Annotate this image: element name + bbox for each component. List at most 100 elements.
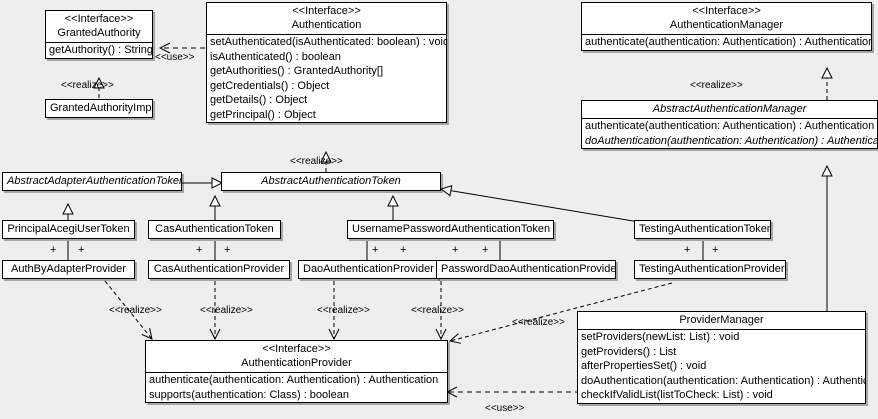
class-username-password-authentication-token[interactable]: UsernamePasswordAuthenticationToken <box>347 220 554 239</box>
operation: authenticate(authentication: Authenticat… <box>585 120 875 132</box>
operation: isAuthenticated() : boolean <box>210 50 341 63</box>
operation: getDetails() : Object <box>210 94 308 106</box>
class-name: CasAuthenticationToken <box>155 223 274 235</box>
class-name: DaoAuthenticationProvider <box>303 263 434 275</box>
class-name: AbstractAuthenticationToken <box>261 175 401 187</box>
class-abstract-authentication-token[interactable]: AbstractAuthenticationToken <box>221 172 441 191</box>
class-cas-authentication-token[interactable]: CasAuthenticationToken <box>148 220 281 239</box>
class-abstract-authentication-manager[interactable]: AbstractAuthenticationManager authentica… <box>581 100 878 149</box>
class-auth-by-adapter-provider[interactable]: AuthByAdapterProvider <box>2 260 135 279</box>
class-name: TestingAuthenticationProvider <box>639 263 785 275</box>
operation: authenticate(authentication: Authenticat… <box>149 374 439 386</box>
class-name: PrincipalAcegiUserToken <box>7 223 130 235</box>
class-header: DaoAuthenticationProvider <box>299 261 437 278</box>
assoc-marker-plus: + <box>684 244 691 256</box>
class-header: AuthByAdapterProvider <box>3 261 134 278</box>
class-operations: setProviders(newList: List) : void getPr… <box>578 330 865 403</box>
class-stereotype: <<Interface>> <box>262 343 331 355</box>
edge-label-realize-auth-manager: <<realize>> <box>690 80 743 91</box>
class-name: Authentication <box>291 19 362 31</box>
class-name: CasAuthenticationProvider <box>153 263 285 275</box>
operation: getProviders() : List <box>581 345 677 358</box>
assoc-marker-plus: + <box>400 244 407 256</box>
class-authentication[interactable]: <<Interface>> Authentication setAuthenti… <box>206 2 447 123</box>
edge-label-realize-authbyadapter: <<realize>> <box>109 305 162 316</box>
class-header: AbstractAuthenticationManager <box>582 101 877 118</box>
edge-label-realize-dao: <<realize>> <box>317 305 370 316</box>
operation: checkIfValidList(listToCheck: List) : vo… <box>581 389 773 401</box>
assoc-marker-plus: + <box>482 244 489 256</box>
class-stereotype: <<Interface>> <box>692 5 761 17</box>
class-header: ProviderManager <box>578 312 865 329</box>
class-header: AbstractAuthenticationToken <box>222 173 440 190</box>
class-testing-authentication-provider[interactable]: TestingAuthenticationProvider <box>634 260 786 279</box>
class-principal-acegi-user-token[interactable]: PrincipalAcegiUserToken <box>2 220 135 239</box>
class-operations: getAuthority() : String <box>46 43 152 58</box>
class-testing-authentication-token[interactable]: TestingAuthenticationToken <box>634 220 771 239</box>
class-header: TestingAuthenticationToken <box>635 221 770 238</box>
class-header: GrantedAuthorityImpl <box>46 100 152 117</box>
class-granted-authority[interactable]: <<Interface>> GrantedAuthority getAuthor… <box>45 10 153 59</box>
class-header: CasAuthenticationToken <box>149 221 280 238</box>
class-operations: authenticate(authentication: Authenticat… <box>582 35 871 50</box>
assoc-marker-plus: + <box>196 244 203 256</box>
assoc-marker-plus: + <box>50 244 57 256</box>
class-name: UsernamePasswordAuthenticationToken <box>352 223 551 235</box>
edge-label-realize-testing: <<realize>> <box>512 317 565 328</box>
class-divider <box>582 34 871 35</box>
class-name: TestingAuthenticationToken <box>639 223 771 235</box>
assoc-marker-plus: + <box>224 244 231 256</box>
operation: authenticate(authentication: Authenticat… <box>585 36 872 48</box>
edge-label-realize-granted-impl: <<realize>> <box>61 80 114 91</box>
class-authentication-manager[interactable]: <<Interface>> AuthenticationManager auth… <box>581 2 872 51</box>
class-name: GrantedAuthority <box>57 27 141 39</box>
operation: afterPropertiesSet() : void <box>581 360 707 372</box>
class-password-dao-authentication-provider[interactable]: PasswordDaoAuthenticationProvider <box>436 260 616 279</box>
operation: getPrincipal() : Object <box>210 108 316 121</box>
class-name: PasswordDaoAuthenticationProvider <box>441 263 616 275</box>
class-name: AuthenticationManager <box>669 19 784 31</box>
class-stereotype: <<Interface>> <box>292 5 361 17</box>
class-divider <box>146 372 447 373</box>
edge-label-realize-auth-token: <<realize>> <box>290 156 343 167</box>
operation: getAuthorities() : GrantedAuthority[] <box>210 65 384 77</box>
assoc-marker-plus: + <box>712 244 719 256</box>
edge-label-use-granted: <<use>> <box>155 52 195 63</box>
class-name: ProviderManager <box>679 314 764 326</box>
class-header: PasswordDaoAuthenticationProvider <box>437 261 615 278</box>
edge-label-realize-cas: <<realize>> <box>200 305 253 316</box>
edge-label-realize-passworddao: <<realize>> <box>411 305 464 316</box>
operation: supports(authentication: Class) : boolea… <box>149 388 349 401</box>
operation: doAuthentication(authentication: Authent… <box>581 374 866 387</box>
assoc-marker-plus: + <box>452 244 459 256</box>
class-header: AbstractAdapterAuthenticationToken <box>3 173 181 190</box>
class-authentication-provider[interactable]: <<Interface>> AuthenticationProvider aut… <box>145 340 448 403</box>
class-name: AbstractAdapterAuthenticationToken <box>7 175 182 187</box>
class-abstract-adapter-authentication-token[interactable]: AbstractAdapterAuthenticationToken <box>2 172 182 191</box>
class-stereotype: <<Interface>> <box>64 13 134 25</box>
class-name: AuthenticationProvider <box>241 357 352 369</box>
operation: setAuthenticated(isAuthenticated: boolea… <box>210 36 447 48</box>
class-divider <box>578 329 865 330</box>
class-header: TestingAuthenticationProvider <box>635 261 785 278</box>
edge-label-use-provider-manager: <<use>> <box>485 403 525 414</box>
assoc-marker-plus: + <box>372 244 379 256</box>
class-operations: authenticate(authentication: Authenticat… <box>146 373 447 402</box>
class-provider-manager[interactable]: ProviderManager setProviders(newList: Li… <box>577 311 866 404</box>
operation: getCredentials() : Object <box>210 79 330 92</box>
class-header: <<Interface>> Authentication <box>207 3 446 34</box>
class-header: UsernamePasswordAuthenticationToken <box>348 221 553 238</box>
class-name: GrantedAuthorityImpl <box>50 102 153 114</box>
class-name: AuthByAdapterProvider <box>11 263 126 275</box>
class-cas-authentication-provider[interactable]: CasAuthenticationProvider <box>148 260 290 279</box>
class-header: <<Interface>> GrantedAuthority <box>46 11 152 42</box>
class-divider <box>207 34 446 35</box>
assoc-marker-plus: + <box>78 244 85 256</box>
class-header: <<Interface>> AuthenticationProvider <box>146 341 447 372</box>
class-divider <box>582 118 877 119</box>
class-dao-authentication-provider[interactable]: DaoAuthenticationProvider <box>298 260 438 279</box>
class-granted-authority-impl[interactable]: GrantedAuthorityImpl <box>45 99 153 118</box>
class-header: PrincipalAcegiUserToken <box>3 221 134 238</box>
class-operations: authenticate(authentication: Authenticat… <box>582 119 877 148</box>
